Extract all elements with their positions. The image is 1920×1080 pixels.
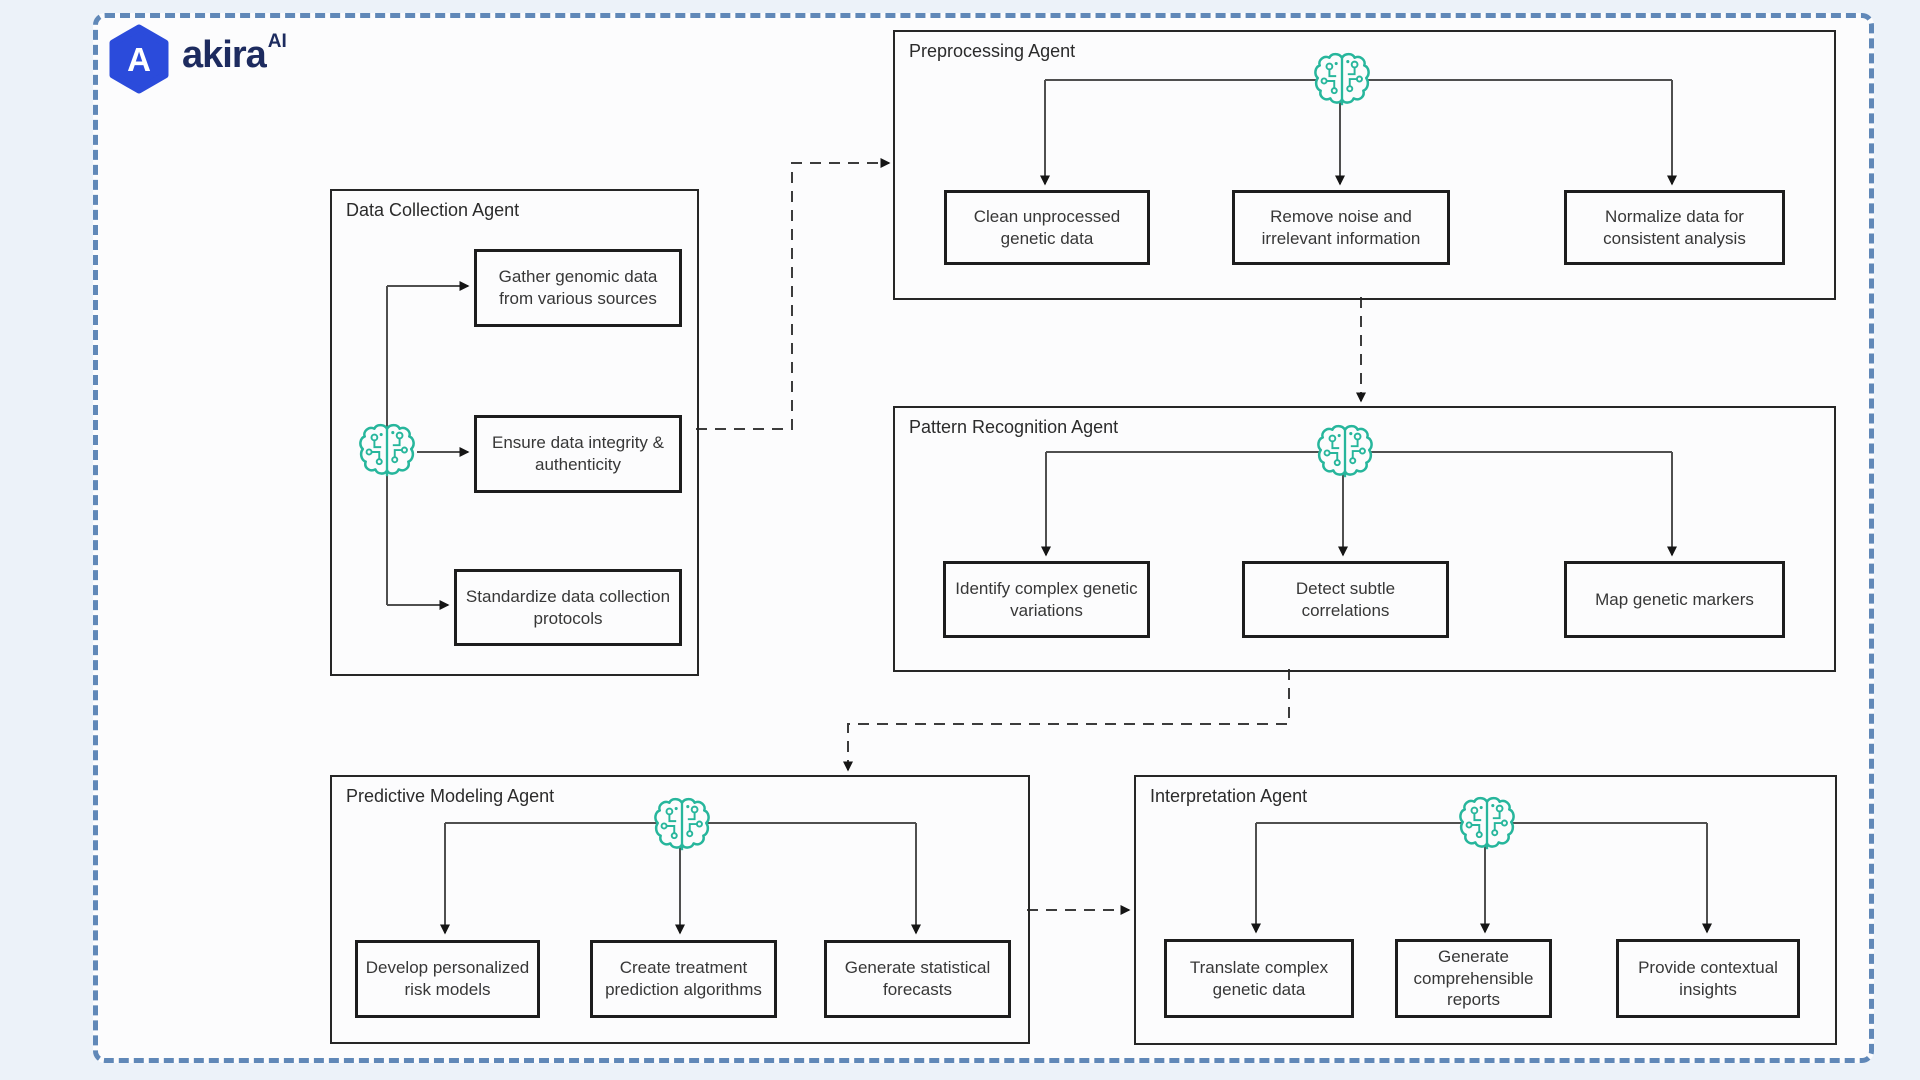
task-provide-insights: Provide contextual insights xyxy=(1616,939,1800,1018)
akira-logo-icon: A xyxy=(109,24,169,94)
agent-box-interpretation: Interpretation Agent Translate complex g… xyxy=(1134,775,1837,1045)
brain-circuit-icon xyxy=(1456,793,1518,855)
brain-circuit-icon xyxy=(1314,421,1376,483)
task-remove-noise: Remove noise and irrelevant information xyxy=(1232,190,1450,265)
brain-circuit-icon xyxy=(1311,49,1373,111)
agent-title: Data Collection Agent xyxy=(346,200,520,220)
diagram-frame xyxy=(93,13,1874,1063)
task-map-genetic-markers: Map genetic markers xyxy=(1564,561,1785,638)
connector-pattern-to-predictive xyxy=(843,669,1290,772)
agent-box-predictive-modeling: Predictive Modeling Agent Develop person… xyxy=(330,775,1030,1044)
brand-superscript: AI xyxy=(267,31,287,53)
task-standardize-protocols: Standardize data collection protocols xyxy=(454,569,682,646)
brain-circuit-icon xyxy=(651,794,713,856)
brain-circuit-icon xyxy=(356,420,418,482)
brand-text: akira xyxy=(182,34,267,76)
connector-data-to-preprocessing xyxy=(696,158,891,430)
task-create-prediction-algorithms: Create treatment prediction algorithms xyxy=(590,940,777,1018)
task-gather-genomic-data: Gather genomic data from various sources xyxy=(474,249,682,327)
task-identify-variations: Identify complex genetic variations xyxy=(943,561,1150,638)
task-translate-genetic-data: Translate complex genetic data xyxy=(1164,939,1354,1018)
task-generate-forecasts: Generate statistical forecasts xyxy=(824,940,1011,1018)
agent-title: Interpretation Agent xyxy=(1150,786,1308,806)
task-develop-risk-models: Develop personalized risk models xyxy=(355,940,540,1018)
task-normalize-data: Normalize data for consistent analysis xyxy=(1564,190,1785,265)
agent-box-data-collection: Data Collection Agent Gather genomic dat… xyxy=(330,189,699,676)
agent-title: Pattern Recognition Agent xyxy=(909,417,1119,437)
agent-box-pattern-recognition: Pattern Recognition Agent Identify compl… xyxy=(893,406,1836,672)
task-ensure-data-integrity: Ensure data integrity & authenticity xyxy=(474,415,682,493)
task-clean-genetic-data: Clean unprocessed genetic data xyxy=(944,190,1150,265)
agent-box-preprocessing: Preprocessing Agent Clean unprocessed ge… xyxy=(893,30,1836,300)
task-generate-reports: Generate comprehensible reports xyxy=(1395,939,1552,1018)
task-detect-correlations: Detect subtle correlations xyxy=(1242,561,1449,638)
agent-title: Predictive Modeling Agent xyxy=(346,786,555,806)
agent-title: Preprocessing Agent xyxy=(909,41,1076,61)
svg-text:A: A xyxy=(127,41,151,78)
